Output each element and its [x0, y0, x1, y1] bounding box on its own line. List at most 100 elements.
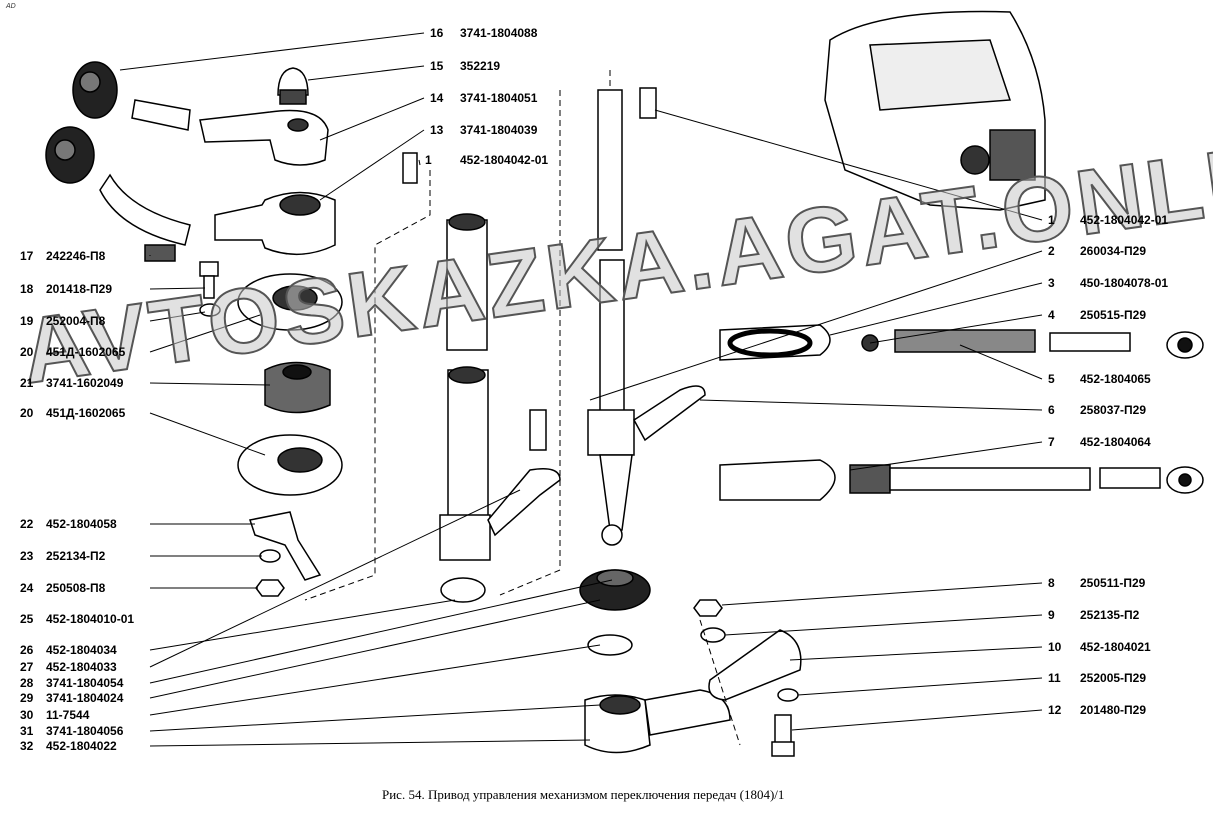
- bushing-21: [264, 361, 331, 414]
- leader-line: [149, 382, 271, 386]
- callout-number: 23: [20, 549, 34, 563]
- rod-3: [719, 324, 1204, 361]
- leader-line: [149, 579, 613, 684]
- callout-number: 8: [1048, 576, 1055, 590]
- washer-26: [440, 577, 486, 603]
- part-number: 452-1804010-01: [46, 612, 135, 626]
- leader-line: [149, 704, 601, 732]
- leader-line: [869, 314, 1043, 344]
- part-number: 250508-П8: [46, 581, 106, 595]
- part-number: 352219: [460, 59, 501, 73]
- part-number: 3741-1804056: [46, 724, 124, 738]
- knob-16-upper: [72, 61, 118, 119]
- pin: [529, 409, 547, 451]
- cap-15: [277, 67, 309, 105]
- leader-line: [789, 646, 1043, 661]
- tube-shaft: [439, 213, 491, 561]
- part-number: 201480-П29: [1080, 703, 1147, 717]
- callout-number: 1: [425, 153, 432, 167]
- part-number: 3741-1804051: [460, 91, 538, 105]
- part-number: 451Д-1602065: [46, 345, 126, 359]
- callout-number: 21: [20, 376, 34, 390]
- callout-number: 11: [1048, 671, 1061, 685]
- part-number: 452-1804064: [1080, 435, 1151, 449]
- arm-27: [487, 468, 561, 537]
- part-number: 250511-П29: [1080, 576, 1146, 590]
- flange-20-upper: [237, 273, 343, 331]
- callout-number: 28: [20, 676, 34, 690]
- part-number: 452-1804022: [46, 739, 117, 753]
- lever-tube-upper: [131, 99, 191, 131]
- part-number: 252005-П29: [1080, 671, 1147, 685]
- nut-24: [255, 579, 285, 597]
- leader-line: [829, 282, 1043, 336]
- figure-caption: Рис. 54. Привод управления механизмом пе…: [382, 787, 785, 802]
- callout-number: 18: [20, 282, 34, 296]
- assembly-guide-lines: [304, 70, 741, 746]
- leader-line: [119, 32, 425, 71]
- leader-line: [149, 599, 601, 699]
- lever-tube-lower: [99, 173, 191, 246]
- part-number: 3741-1804024: [46, 691, 124, 705]
- leader-line: [149, 314, 261, 353]
- bolt-18: [199, 261, 219, 299]
- arm-6: [633, 385, 706, 442]
- leader-line: [654, 109, 1043, 221]
- screw-17: [144, 244, 176, 262]
- leader-line: [149, 311, 206, 322]
- part-number: 3741-1804088: [460, 26, 538, 40]
- callout-number: 20: [20, 406, 34, 420]
- part-number: 260034-П29: [1080, 244, 1147, 258]
- callout-number: 27: [20, 660, 34, 674]
- leader-line: [724, 614, 1043, 636]
- part-number: 452-1804034: [46, 643, 117, 657]
- leader-line: [849, 441, 1043, 471]
- nut-8: [693, 599, 723, 617]
- leader-line: [699, 399, 1043, 411]
- leader-lines: [119, 32, 1043, 747]
- leader-line: [418, 159, 421, 166]
- washer-19: [199, 303, 221, 317]
- callout-number: 22: [20, 517, 34, 531]
- part-number: 252004-П8: [46, 314, 106, 328]
- leader-line: [589, 250, 1043, 401]
- rod-7: [719, 459, 1204, 501]
- callout-number: 6: [1048, 403, 1055, 417]
- knob-16-lower: [45, 126, 95, 184]
- lower-lever: [584, 689, 731, 754]
- leader-line: [791, 709, 1043, 731]
- washer-23: [259, 549, 281, 563]
- callout-number: 15: [430, 59, 444, 73]
- callout-number: 12: [1048, 703, 1062, 717]
- callout-number: 20: [20, 345, 34, 359]
- bolt-12: [771, 714, 795, 757]
- callout-number: 5: [1048, 372, 1055, 386]
- part-number: 242246-П8: [46, 249, 106, 263]
- part-number: 452-1804065: [1080, 372, 1151, 386]
- leader-line: [149, 412, 266, 456]
- callout-number: 31: [20, 724, 34, 738]
- callout-number: 30: [20, 708, 34, 722]
- flange-20-lower: [237, 434, 343, 496]
- part-number: 452-1804042-01: [1080, 213, 1169, 227]
- part-number: 452-1804058: [46, 517, 117, 531]
- part-number: 3741-1804054: [46, 676, 124, 690]
- leader-line: [149, 644, 601, 716]
- leader-line: [721, 582, 1043, 606]
- part-number: 452-1804033: [46, 660, 117, 674]
- lever-14: [199, 109, 329, 166]
- ring-30: [587, 634, 633, 656]
- bracket-22: [249, 511, 322, 581]
- callout-number: 25: [20, 612, 34, 626]
- callout-number: 9: [1048, 608, 1055, 622]
- callout-number: 10: [1048, 640, 1062, 654]
- shift-rod: [587, 89, 635, 546]
- leader-line: [319, 129, 425, 201]
- leader-line: [797, 677, 1043, 696]
- callout-number: 29: [20, 691, 34, 705]
- leader-line: [319, 97, 425, 141]
- callout-number: 1: [1048, 213, 1055, 227]
- part-number: 11-7544: [46, 708, 90, 722]
- callout-number: 32: [20, 739, 34, 753]
